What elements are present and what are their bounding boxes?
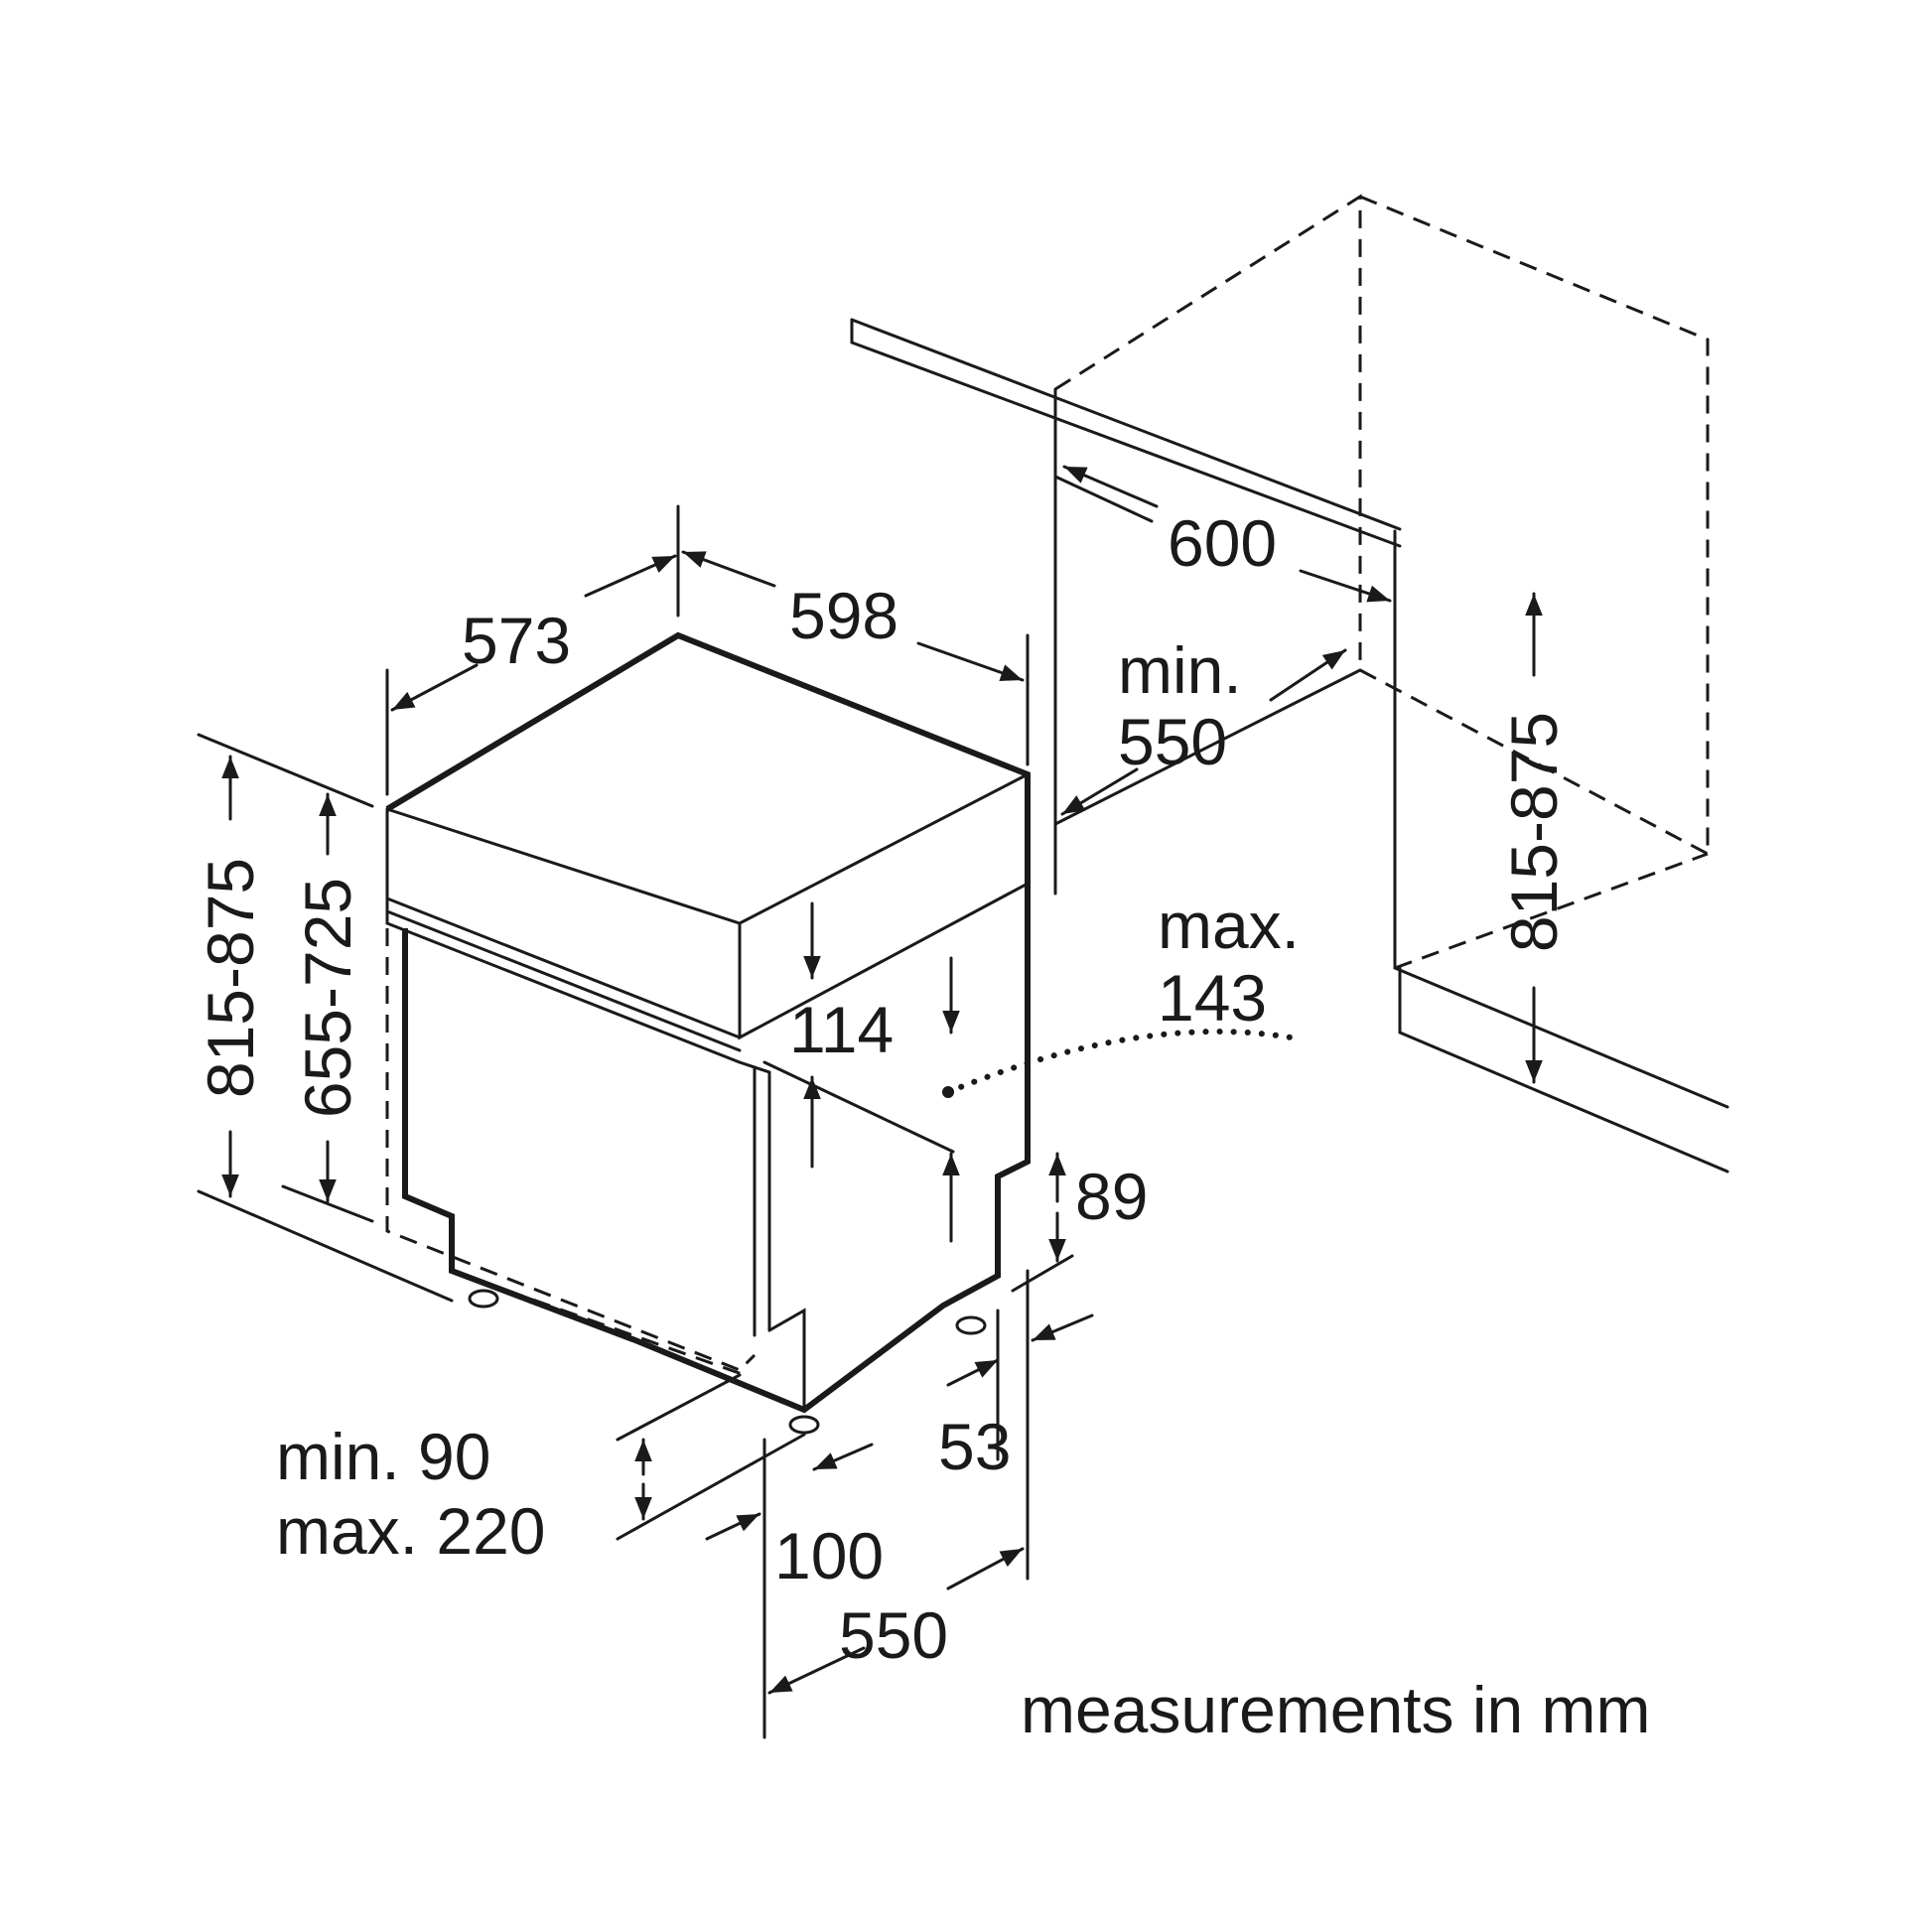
top-front-edge	[385, 772, 1030, 925]
label-appliance-depth: 550	[839, 1598, 948, 1672]
arrow-550-base-left	[767, 1646, 866, 1695]
label-niche-width: 600	[1168, 506, 1277, 580]
label-base-max: max. 220	[276, 1494, 545, 1568]
arrow-550-niche-right	[1269, 648, 1347, 702]
label-base-min: min. 90	[276, 1420, 490, 1493]
arrow-573-right	[584, 554, 677, 598]
foot-front	[788, 1415, 820, 1435]
dishwasher-outline	[385, 631, 1031, 1414]
base-dashed	[451, 1269, 746, 1377]
arrow-550-base-right	[946, 1547, 1025, 1590]
dimension-arrows	[221, 465, 1543, 1695]
arrow-598-left	[681, 550, 776, 588]
arrow-100-right	[812, 1443, 874, 1471]
label-door-height-range: 655-725	[291, 878, 364, 1118]
label-height-range: 815-875	[194, 858, 267, 1098]
units-note: measurements in mm	[1021, 1673, 1651, 1746]
arrow-53-left	[946, 1358, 1000, 1387]
extension-lines	[197, 475, 1154, 1739]
adjacent-cabinet-plinth	[1398, 966, 1729, 1173]
door-side-edge	[738, 1060, 771, 1332]
control-panel-front	[385, 807, 742, 1039]
label-overhang-max: max.	[1158, 889, 1300, 962]
label-panel-height: 114	[789, 993, 894, 1066]
label-base-depth: 100	[774, 1519, 884, 1592]
control-panel-side	[738, 882, 1030, 1040]
door-hidden-dashed	[385, 928, 757, 1372]
niche-floor-dashed	[1359, 668, 1709, 856]
arrow-600-left	[1062, 465, 1159, 508]
niche-far-dashed	[1359, 195, 1710, 854]
arrow-600-right	[1299, 569, 1392, 603]
dimension-labels: 573 598 600 min. 550 max. 143 114 89 815…	[194, 506, 1651, 1746]
foot-right	[955, 1315, 987, 1335]
worktop-front-edge	[850, 318, 1402, 531]
label-recess-depth: 53	[938, 1410, 1011, 1483]
label-niche-height-range: 815-875	[1497, 712, 1571, 952]
dishwasher-body	[385, 631, 1031, 1435]
arrow-573-left	[390, 663, 479, 712]
arrow-550-niche-left	[1060, 767, 1139, 816]
label-door-overhang: 143	[1158, 961, 1267, 1035]
arrow-598-right	[916, 641, 1025, 682]
label-kick-height: 89	[1075, 1160, 1148, 1233]
cabinet-niche	[850, 194, 1729, 1173]
niche-back-dashed	[1054, 194, 1362, 670]
label-niche-depth: 550	[1118, 705, 1227, 778]
arrow-100-left	[705, 1512, 761, 1541]
label-depth-top: 573	[462, 604, 571, 677]
label-niche-min: min.	[1118, 633, 1242, 707]
arrow-53-right	[1031, 1313, 1094, 1342]
foot-left	[468, 1289, 499, 1309]
label-width-top: 598	[789, 579, 898, 652]
worktop-back-edge	[850, 341, 1402, 548]
door-overhang-point	[942, 1086, 954, 1098]
panel-trim-lines	[385, 897, 742, 1064]
door-overhang-dotted	[945, 1029, 1294, 1095]
base-corner	[767, 1308, 806, 1412]
